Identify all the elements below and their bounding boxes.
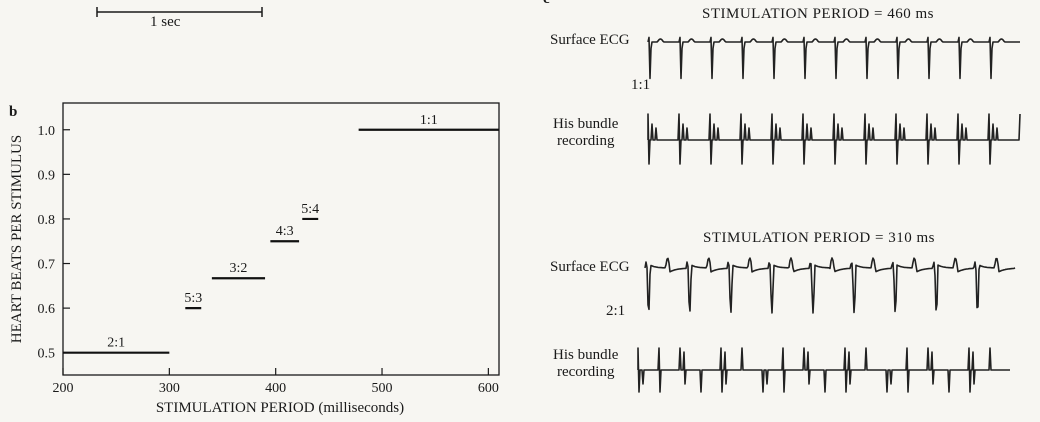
top-stimulation-title: STIMULATION PERIOD = 460 ms: [702, 6, 934, 22]
y-tick-label: 0.8: [38, 213, 56, 228]
x-tick-label: 400: [265, 381, 286, 396]
bottom-his-bundle-trace: [637, 347, 1010, 393]
top-his-label-line1: His bundle: [553, 116, 619, 132]
segment-label: 5:3: [184, 291, 202, 306]
stimulation-chart: b 200 300 400 500 600 0.5 0.6 0.7 0.8 0.9 1.0 2:1 5…: [9, 102, 500, 416]
panel-label-b: b: [9, 104, 17, 120]
bottom-surface-ecg-label: Surface ECG: [550, 259, 630, 275]
y-tick-label: 1.0: [38, 124, 56, 139]
bottom-his-label-line1: His bundle: [553, 347, 619, 363]
bottom-his-bundle-label: His bundle recording: [553, 347, 618, 381]
segment-label: 3:2: [230, 261, 248, 276]
scale-bar: [96, 7, 263, 17]
bottom-his-label-line2: recording: [556, 364, 615, 380]
x-tick-label: 600: [478, 381, 499, 396]
y-tick-label: 0.7: [38, 258, 56, 273]
y-axis-label: HEART BEATS PER STIMULUS: [9, 135, 25, 343]
segment-label: 5:4: [301, 202, 319, 217]
y-tick-label: 0.9: [38, 168, 56, 183]
segment-label: 4:3: [276, 224, 294, 239]
x-axis-label: STIMULATION PERIOD (milliseconds): [156, 400, 404, 416]
x-tick-label: 300: [159, 381, 180, 396]
top-surface-ecg-trace: [647, 36, 1020, 80]
segment-label: 2:1: [107, 336, 125, 351]
x-tick-label: 200: [53, 381, 74, 396]
top-his-label-line2: recording: [556, 133, 615, 149]
top-his-bundle-label: His bundle recording: [553, 116, 618, 150]
plot-frame: [62, 102, 500, 376]
panel-label-c: c: [543, 0, 550, 8]
x-tick-label: 500: [372, 381, 393, 396]
bottom-surface-ecg-trace: [644, 257, 1016, 314]
top-his-bundle-trace: [647, 113, 1021, 165]
top-ratio-label: 1:1: [631, 77, 651, 93]
bottom-stimulation-title: STIMULATION PERIOD = 310 ms: [703, 230, 935, 246]
y-tick-label: 0.5: [38, 347, 56, 362]
scale-bar-label: 1 sec: [150, 14, 181, 30]
top-surface-ecg-label: Surface ECG: [550, 32, 630, 48]
bottom-ratio-label: 2:1: [606, 303, 626, 319]
segment-label: 1:1: [420, 113, 438, 128]
y-tick-label: 0.6: [38, 302, 56, 317]
